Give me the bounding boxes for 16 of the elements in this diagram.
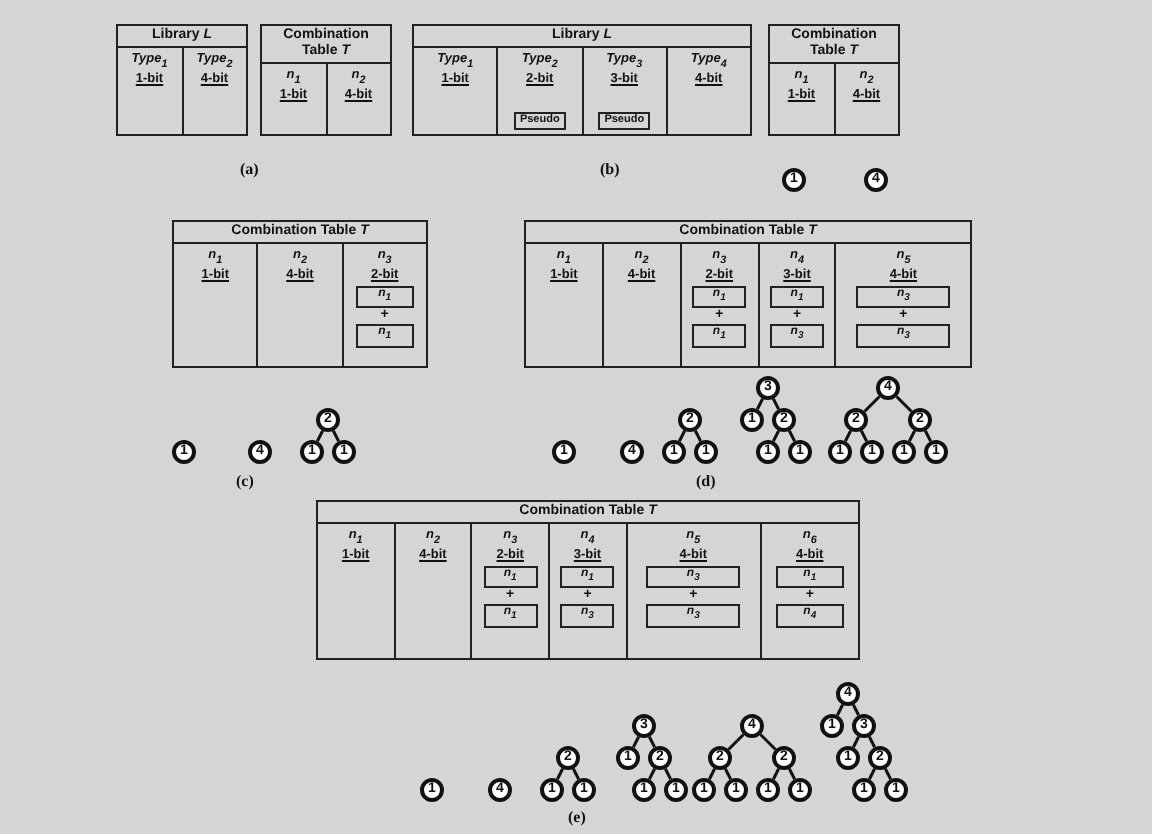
panel-label: (e) — [568, 808, 586, 826]
panel-label: (a) — [240, 160, 259, 178]
table — [316, 500, 860, 660]
table — [412, 24, 752, 136]
table — [260, 24, 392, 136]
table — [524, 220, 972, 368]
panel-label: (d) — [696, 472, 716, 490]
table — [768, 24, 900, 136]
panel-label: (c) — [236, 472, 254, 490]
tree-edge — [895, 395, 913, 413]
panel-label: (b) — [600, 160, 620, 178]
table — [172, 220, 428, 368]
tree-edge — [759, 733, 777, 751]
tree-edge — [727, 733, 745, 751]
tree-edge — [863, 395, 881, 413]
table — [116, 24, 248, 136]
